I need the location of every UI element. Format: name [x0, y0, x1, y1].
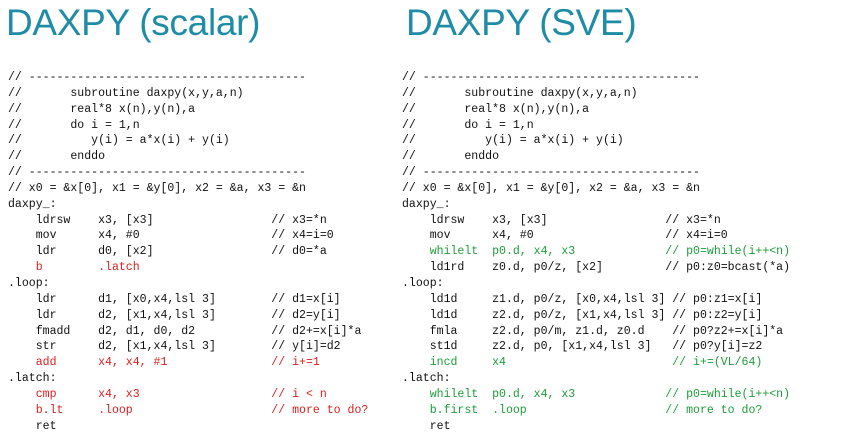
- sve-code-line: fmla z2.d, p0/m, z1.d, z0.d // p0?z2+=x[…: [402, 324, 784, 338]
- sve-code-line: whilelt p0.d, x4, x3 // p0=while(i++<n): [402, 387, 791, 401]
- scalar-code-line: ldr d0, [x2] // d0=*a: [8, 245, 327, 259]
- scalar-code-line: .loop:: [8, 276, 50, 290]
- sve-code-line: .loop:: [402, 276, 444, 290]
- scalar-code-line: ret: [8, 419, 57, 433]
- scalar-code-line: mov x4, #0 // x4=i=0: [8, 229, 334, 243]
- scalar-code-line: // y(i) = a*x(i) + y(i): [8, 134, 230, 148]
- sve-code-line: incd x4 // i+=(VL/64): [402, 356, 763, 370]
- scalar-code-line: cmp x4, x3 // i < n: [8, 387, 327, 401]
- sve-code-line: // -------------------------------------…: [402, 166, 700, 180]
- scalar-code-line: b .latch: [8, 261, 140, 275]
- scalar-code-listing: // -------------------------------------…: [8, 70, 368, 434]
- scalar-code-line: .latch:: [8, 372, 57, 386]
- scalar-code-line: fmadd d2, d1, d0, d2 // d2+=x[i]*a: [8, 324, 362, 338]
- sve-code-line: // enddo: [402, 150, 500, 164]
- scalar-code-line: str d2, [x1,x4,lsl 3] // y[i]=d2: [8, 340, 341, 354]
- sve-code-line: // subroutine daxpy(x,y,a,n): [402, 86, 638, 100]
- sve-code-line: ret: [402, 419, 451, 433]
- sve-code-line: daxpy_:: [402, 197, 451, 211]
- sve-code-line: st1d z2.d, p0, [x1,x4,lsl 3] // p0?y[i]=…: [402, 340, 763, 354]
- sve-code-line: // real*8 x(n),y(n),a: [402, 102, 590, 116]
- scalar-code-line: // x0 = &x[0], x1 = &y[0], x2 = &a, x3 =…: [8, 181, 306, 195]
- sve-code-line: // y(i) = a*x(i) + y(i): [402, 134, 624, 148]
- sve-code-line: b.first .loop // more to do?: [402, 403, 763, 417]
- scalar-code-line: ldrsw x3, [x3] // x3=*n: [8, 213, 327, 227]
- scalar-code-line: b.lt .loop // more to do?: [8, 403, 369, 417]
- scalar-code-line: // -------------------------------------…: [8, 166, 306, 180]
- sve-code-line: ldrsw x3, [x3] // x3=*n: [402, 213, 721, 227]
- sve-code-line: // x0 = &x[0], x1 = &y[0], x2 = &a, x3 =…: [402, 181, 700, 195]
- scalar-code-line: ldr d1, [x0,x4,lsl 3] // d1=x[i]: [8, 292, 341, 306]
- sve-title: DAXPY (SVE): [406, 2, 637, 43]
- sve-code-line: whilelt p0.d, x4, x3 // p0=while(i++<n): [402, 245, 791, 259]
- sve-code-line: ld1d z2.d, p0/z, [x1,x4,lsl 3] // p0:z2=…: [402, 308, 763, 322]
- scalar-code-line: // enddo: [8, 150, 106, 164]
- scalar-code-line: // real*8 x(n),y(n),a: [8, 102, 196, 116]
- sve-code-line: .latch:: [402, 372, 451, 386]
- scalar-code-line: // subroutine daxpy(x,y,a,n): [8, 86, 244, 100]
- sve-code-line: // do i = 1,n: [402, 118, 534, 132]
- scalar-code-line: // -------------------------------------…: [8, 71, 306, 84]
- scalar-title: DAXPY (scalar): [6, 2, 261, 43]
- scalar-code-line: daxpy_:: [8, 197, 57, 211]
- sve-code-line: ld1d z1.d, p0/z, [x0,x4,lsl 3] // p0:z1=…: [402, 292, 763, 306]
- scalar-code-line: // do i = 1,n: [8, 118, 140, 132]
- scalar-code-line: ldr d2, [x1,x4,lsl 3] // d2=y[i]: [8, 308, 341, 322]
- sve-code-line: mov x4, #0 // x4=i=0: [402, 229, 728, 243]
- scalar-code-line: add x4, x4, #1 // i+=1: [8, 356, 320, 370]
- sve-code-listing: // -------------------------------------…: [402, 70, 790, 434]
- sve-code-line: ld1rd z0.d, p0/z, [x2] // p0:z0=bcast(*a…: [402, 261, 791, 275]
- sve-code-line: // -------------------------------------…: [402, 71, 700, 84]
